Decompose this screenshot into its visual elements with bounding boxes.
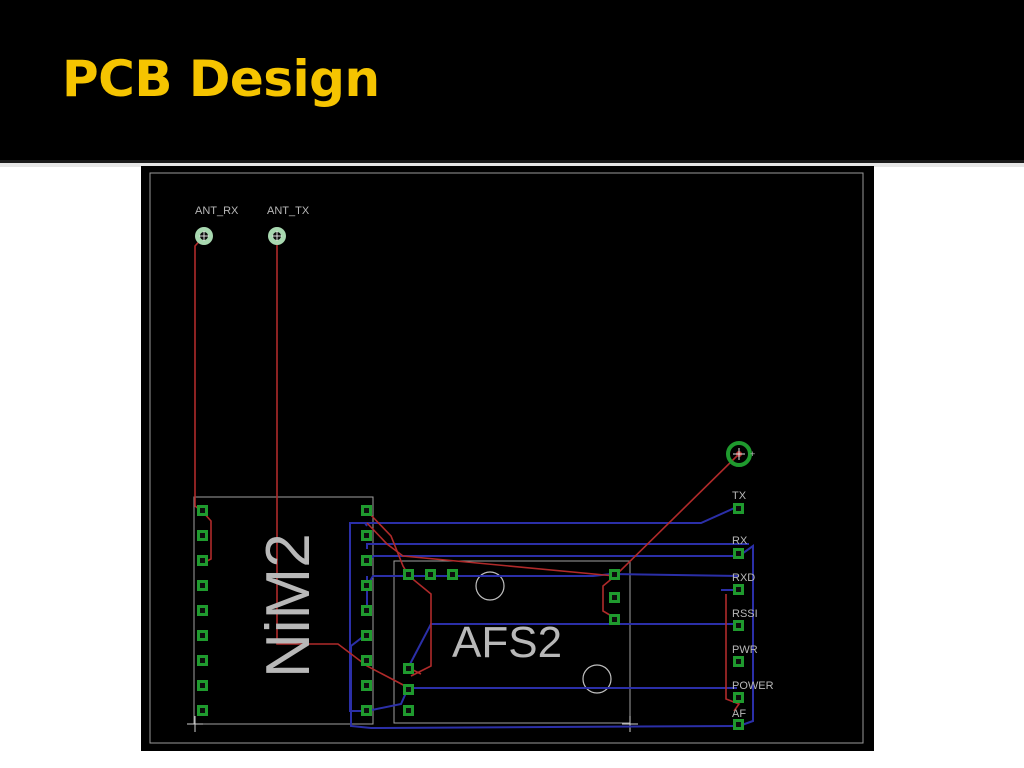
rssi-label: RSSI	[732, 608, 758, 620]
antenna-pads	[195, 227, 286, 245]
nim2-outline	[193, 496, 374, 725]
pcb-drawing: + ANT_RX ANT_TX NiM2 AFS2 TX RX RXD RSSI…	[149, 172, 864, 744]
pcb-layout-image: + ANT_RX ANT_TX NiM2 AFS2 TX RX RXD RSSI…	[141, 166, 874, 751]
connector-pins	[733, 503, 744, 730]
afs2-outline	[393, 560, 631, 724]
via-pad: +	[726, 441, 755, 467]
af-label: AF	[732, 708, 746, 720]
board-outline	[149, 172, 864, 744]
nim2-left-pins	[197, 505, 208, 716]
nim2-right-pins	[361, 505, 372, 716]
afs2-mount-hole-1	[475, 571, 505, 601]
power-label: POWER	[732, 680, 774, 692]
title-divider-shadow	[0, 163, 1024, 167]
pwr-label: PWR	[732, 644, 758, 656]
svg-text:+: +	[750, 449, 755, 459]
afs2-label: AFS2	[452, 618, 562, 667]
origin-marks	[187, 716, 638, 732]
afs2-pins	[403, 569, 620, 716]
title-bar: PCB Design	[0, 0, 1024, 160]
ant-tx-label: ANT_TX	[267, 205, 310, 217]
rxd-label: RXD	[732, 572, 755, 584]
ant-rx-label: ANT_RX	[195, 205, 239, 217]
slide-title: PCB Design	[62, 50, 380, 108]
rx-label: RX	[732, 535, 748, 547]
nim2-label: NiM2	[254, 533, 323, 678]
afs2-mount-hole-2	[582, 664, 612, 694]
tx-label: TX	[732, 490, 747, 502]
title-divider	[0, 160, 1024, 163]
